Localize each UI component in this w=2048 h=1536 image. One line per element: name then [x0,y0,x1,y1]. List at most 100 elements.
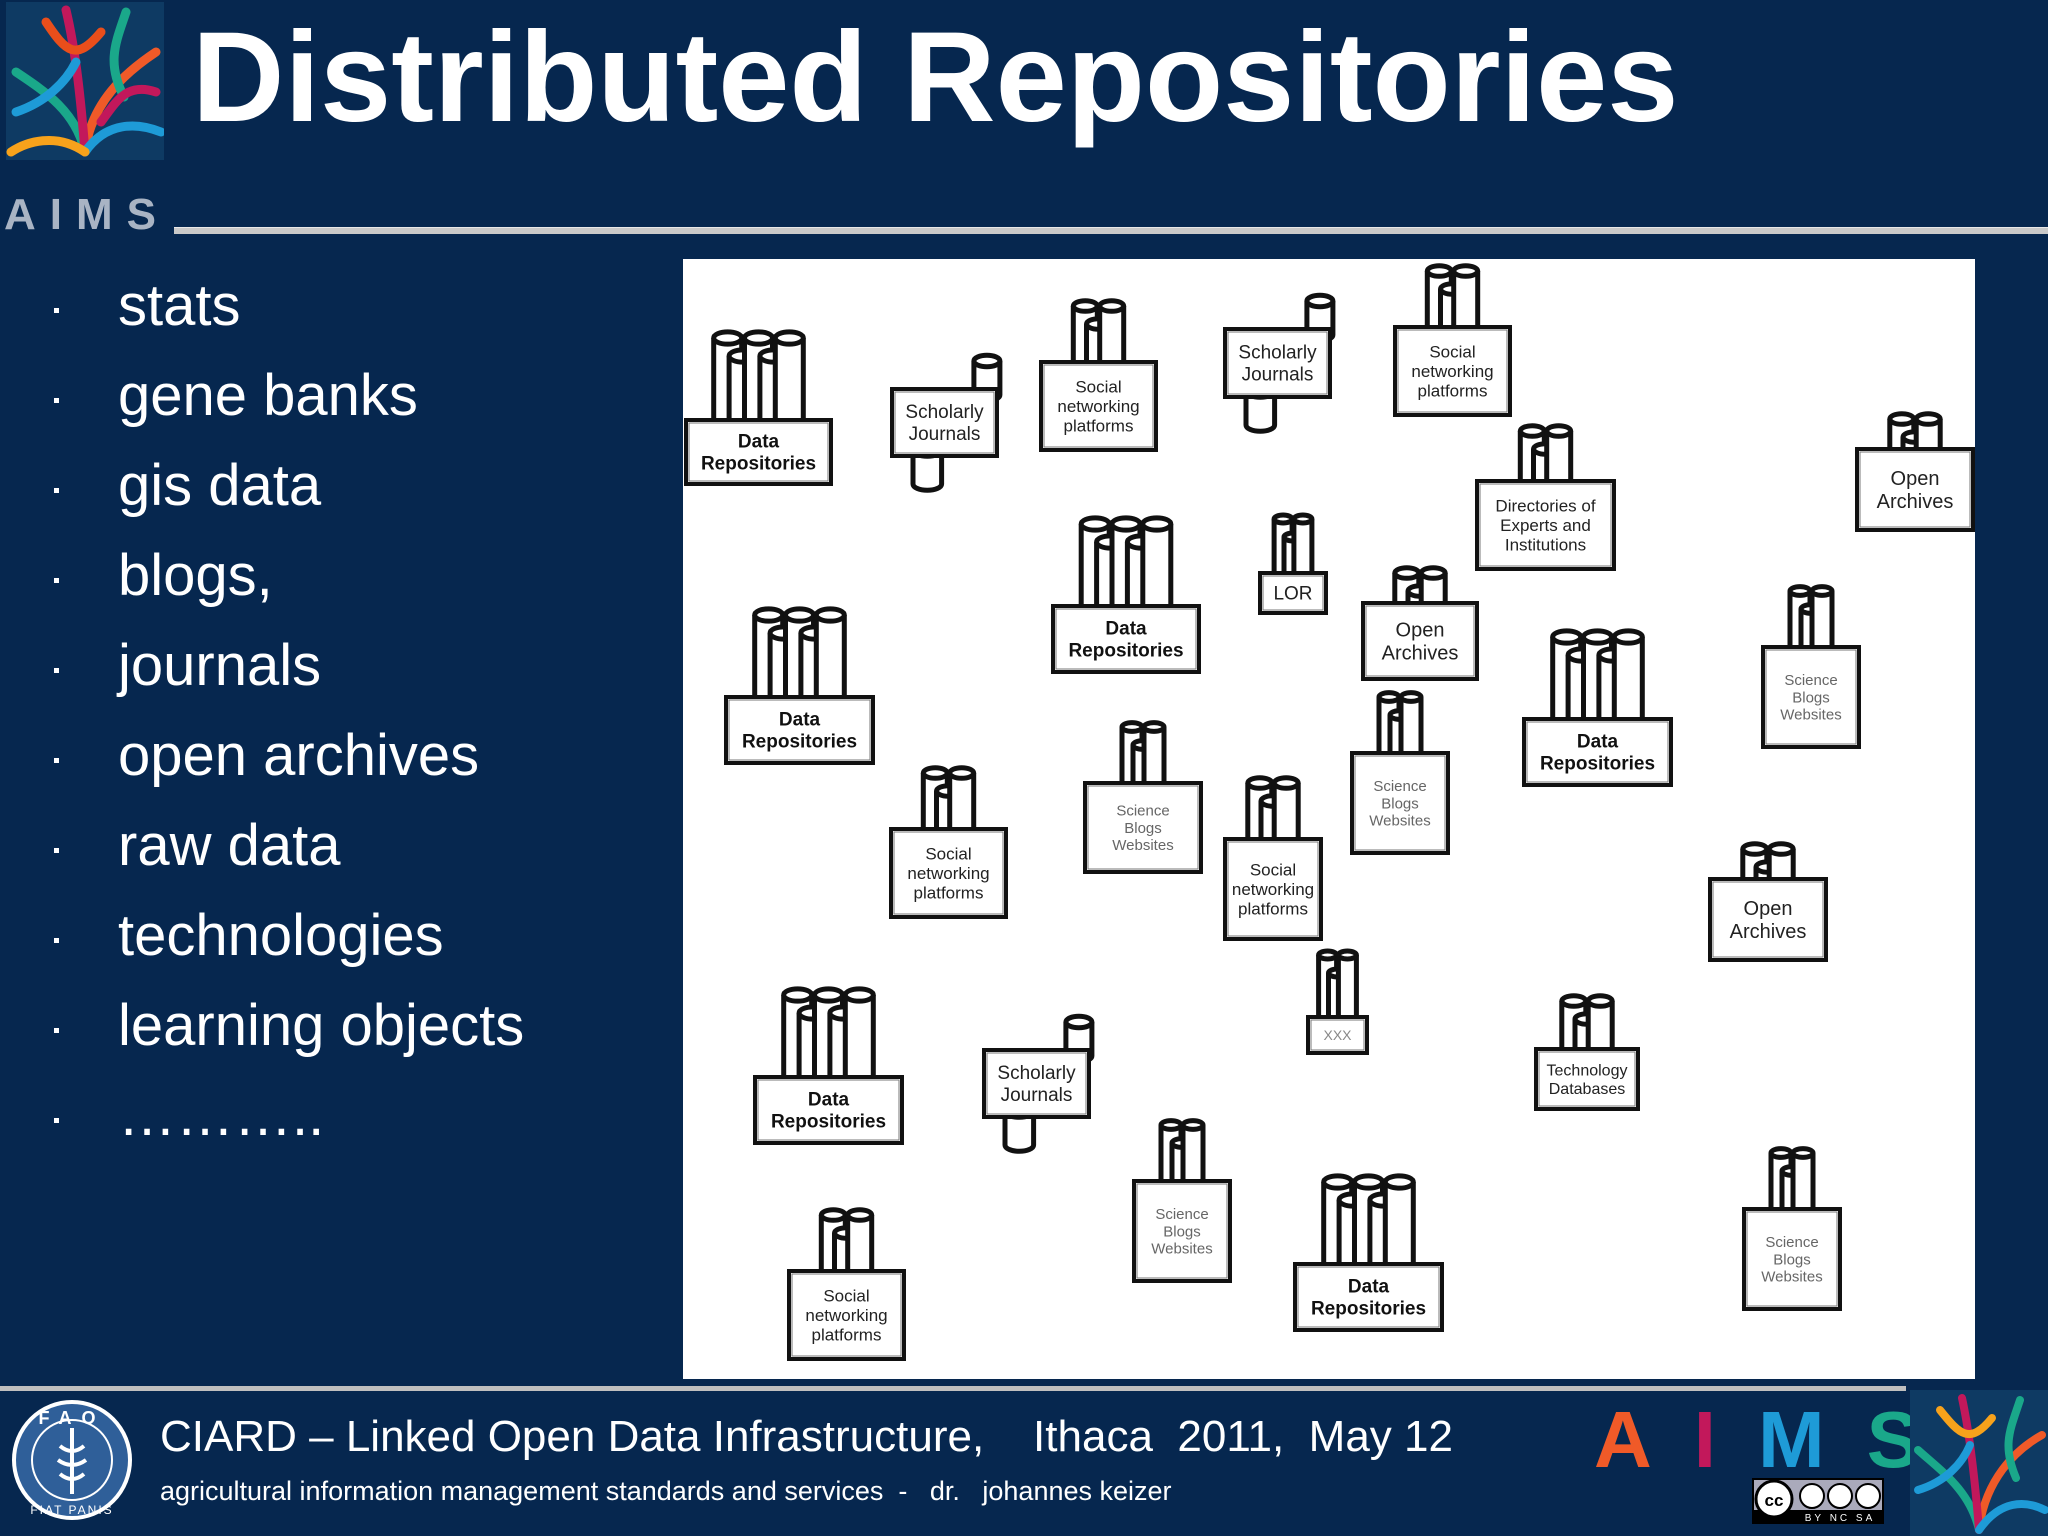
repository-label: Archives [1730,921,1807,943]
repository-label: Journals [909,424,981,445]
repositories-diagram: DataRepositoriesScholarlyJournalsSocialn… [683,259,1975,1379]
slide-title: Distributed Repositories [192,6,1679,149]
repository-label: Data [1348,1277,1390,1298]
fao-motto: FIAT PANIS [30,1503,113,1517]
repository-label: platforms [1064,417,1134,436]
repository-label: Websites [1761,1269,1822,1286]
aims-letter: M [1758,1395,1867,1484]
bullet-text: journals [118,633,322,698]
repository-label: platforms [812,1326,882,1345]
repository-label: Directories of [1495,496,1595,515]
repository-label: Scholarly [997,1063,1076,1084]
repository-label: Websites [1112,837,1173,854]
bullet-text: gene banks [118,363,418,428]
repository-label: Archives [1877,491,1954,513]
license-text: BY NC SA [1805,1513,1876,1524]
repository-label: Repositories [701,454,816,475]
bullet-text: blogs, [118,543,273,608]
repository-label: Social [1075,377,1121,396]
bullet-text: gis data [118,453,322,518]
repository-label: platforms [1238,900,1308,919]
aims-letter: I [1693,1395,1759,1484]
repository-label: networking [907,864,989,883]
repository-label: Social [1429,342,1475,361]
repository-label: Open [1396,620,1445,642]
repository-label: Repositories [771,1112,886,1133]
repository-label: Social [925,844,971,863]
fao-logo: FAO FIAT PANIS [12,1400,132,1520]
bullet-marker [54,578,59,583]
creative-commons-badge: cc BY NC SA [1752,1478,1884,1524]
svg-text:cc: cc [1765,1491,1784,1510]
bullet-marker [54,668,59,673]
repository-node-xxx: XXX [1306,948,1369,1055]
repository-label: Data [1577,732,1619,753]
repository-node-lor: LOR [1258,512,1328,615]
repository-label: Data [779,710,821,731]
bullet-marker [54,848,59,853]
repository-label: Databases [1549,1081,1626,1098]
repository-label: Science [1155,1206,1208,1223]
bullet-text: raw data [118,813,341,878]
bullet-text: open archives [118,723,480,788]
header-divider [174,227,2048,234]
repository-label: networking [805,1306,887,1325]
repository-label: Social [1250,860,1296,879]
repository-label: Websites [1151,1241,1212,1258]
repository-label: Science [1765,1234,1818,1251]
bullet-marker [54,308,59,313]
repository-label: Websites [1780,707,1841,724]
repository-label: Scholarly [1238,343,1317,364]
repository-label: Scholarly [905,402,984,423]
footer-divider [0,1386,1906,1391]
repository-label: Blogs [1792,689,1830,706]
aims-letter: A [1594,1395,1694,1484]
footer-event-line: CIARD – Linked Open Data Infrastructure,… [160,1412,1453,1461]
repository-label: Open [1891,468,1940,490]
bullet-marker [54,1118,59,1123]
repository-label: Journals [1001,1085,1073,1106]
repository-label: Repositories [1540,754,1655,775]
aims-color-logo: AIMS [1594,1394,1962,1486]
repository-label: networking [1057,397,1139,416]
repository-label: Journals [1242,365,1314,386]
repository-label: networking [1232,880,1314,899]
footer-subtitle: agricultural information management stan… [160,1476,1172,1506]
bullet-text: learning objects [118,993,525,1058]
bullet-marker [54,1028,59,1033]
aims-flower-logo-footer [1910,1390,2048,1536]
bullet-text: stats [118,273,241,338]
repository-label: Science [1116,803,1169,820]
bullet-marker [54,758,59,763]
repository-label: platforms [914,884,984,903]
bullet-marker [54,938,59,943]
bullet-marker [54,488,59,493]
repository-label: Social [823,1286,869,1305]
repository-label: Blogs [1773,1251,1811,1268]
repository-label: LOR [1273,584,1312,605]
aims-wordmark: AIMS [4,190,170,239]
repository-label: Science [1784,672,1837,689]
repository-label: Archives [1382,643,1459,665]
